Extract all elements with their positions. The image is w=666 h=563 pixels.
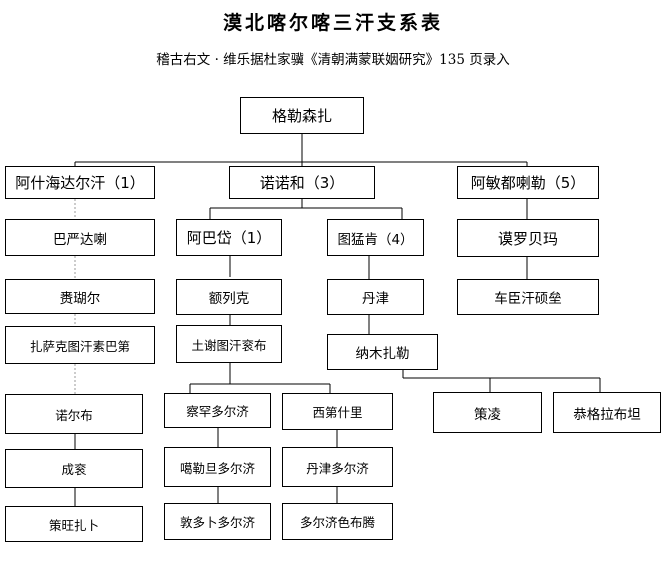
chart-title: 漠北喀尔喀三汗支系表: [222, 12, 443, 34]
node-root: 格勒森扎: [240, 97, 364, 134]
node-danjin-dorji: 丹津多尔济: [282, 447, 393, 487]
node-xidi: 西第什里: [282, 393, 393, 430]
node-chahan: 察罕多尔济: [164, 393, 271, 428]
node-namu: 纳木扎勒: [327, 334, 438, 370]
node-danjin: 丹津: [327, 279, 424, 315]
node-laihu: 赉瑚尔: [5, 279, 155, 314]
node-bayan: 巴严达喇: [5, 219, 155, 256]
node-duoer: 多尔济色布腾: [282, 503, 393, 540]
node-abd: 阿什海达尔汗（1）: [5, 166, 155, 199]
node-cengge: 恭格拉布坦: [553, 392, 661, 433]
node-cewang: 策旺扎卜: [5, 506, 143, 542]
node-chechen: 车臣汗硕垒: [457, 279, 599, 315]
node-amin: 阿敏都喇勒（5）: [457, 166, 599, 199]
node-chengun: 成衮: [5, 449, 143, 488]
node-celing: 策凌: [433, 392, 542, 433]
node-tumeng: 图猛肯（4）: [327, 219, 424, 256]
node-eliek: 额列克: [176, 279, 282, 315]
node-galdan: 噶勒旦多尔济: [164, 447, 271, 487]
node-dunduo: 敦多卜多尔济: [164, 503, 271, 540]
chart-subtitle: 稽古右文 · 维乐据杜家骥《清朝满蒙联姻研究》135 页录入: [156, 52, 510, 68]
node-moluo: 谟罗贝玛: [457, 219, 599, 257]
node-tusheetu: 土谢图汗衮布: [176, 325, 282, 363]
node-nuoerbu: 诺尔布: [5, 394, 143, 434]
node-jasak: 扎萨克图汗素巴第: [5, 326, 155, 364]
node-ebadai: 阿巴岱（1）: [176, 219, 282, 256]
node-nono: 诺诺和（3）: [229, 166, 375, 199]
